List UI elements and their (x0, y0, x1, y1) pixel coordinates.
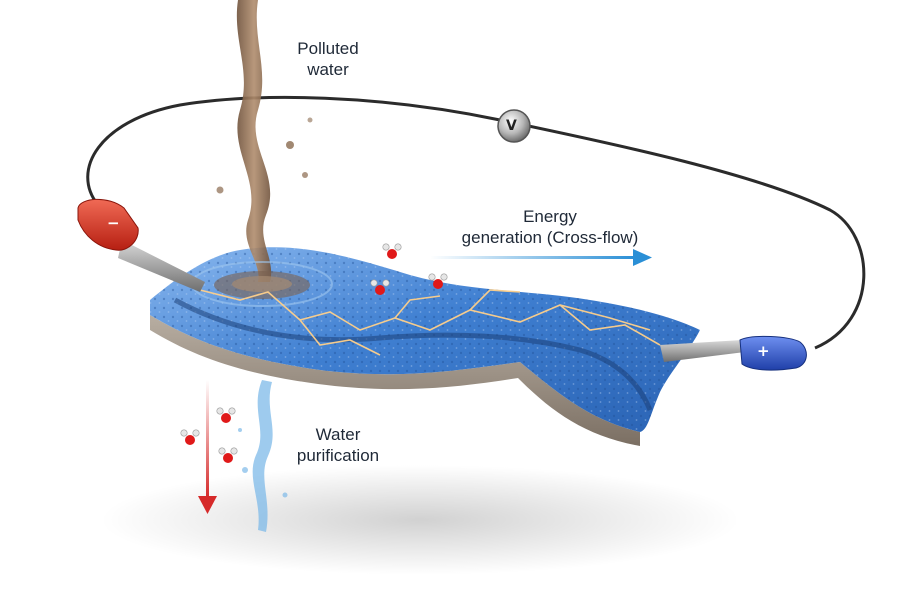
negative-terminal-symbol: − (107, 214, 120, 232)
fabric-channel (173, 297, 653, 411)
label-energy-line-1: Energy (523, 207, 577, 226)
polluted-water-stream (191, 0, 333, 307)
positive-clip-icon (660, 335, 807, 371)
label-purification-line-1: Water (315, 425, 361, 444)
voltmeter-symbol: V (506, 118, 517, 134)
electric-sparks (199, 289, 661, 356)
label-purification-line-2: purification (296, 446, 380, 465)
label-polluted-line-1: Polluted (297, 39, 359, 58)
negative-clip-icon (77, 198, 205, 292)
fabric-edge (150, 315, 640, 446)
label-energy-line-2: generation (Cross-flow) (461, 228, 639, 247)
label-water-purification: Water purification (283, 424, 393, 466)
purification-arrow (198, 380, 217, 514)
clean-water-stream (238, 380, 288, 532)
label-energy-generation: Energy generation (Cross-flow) (430, 206, 670, 248)
ion-molecules (180, 243, 448, 463)
label-polluted-water: Polluted water (278, 38, 378, 80)
voltmeter-icon (497, 109, 531, 143)
positive-terminal-symbol: + (757, 342, 770, 360)
label-polluted-line-2: water (307, 60, 349, 79)
ground-shadow (100, 465, 740, 575)
energy-arrow (430, 249, 652, 266)
